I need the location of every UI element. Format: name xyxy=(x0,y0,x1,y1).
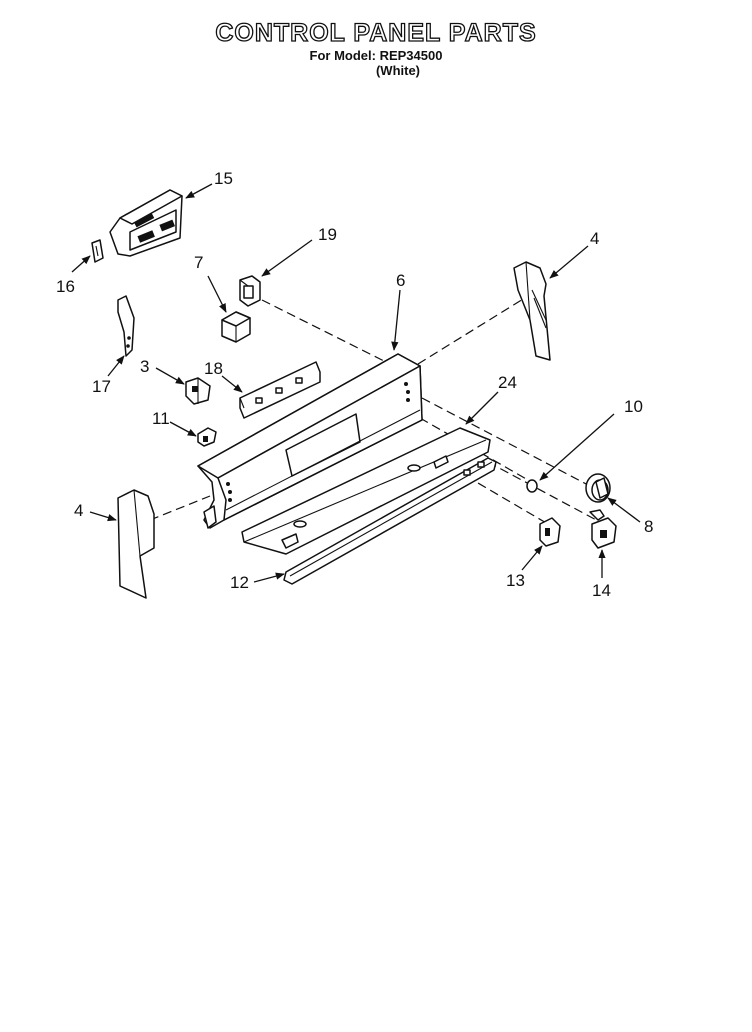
callout-6: 6 xyxy=(396,271,405,290)
part-7-relay xyxy=(221,311,251,343)
callout-18: 18 xyxy=(204,359,223,378)
part-8-knob xyxy=(585,473,611,503)
callout-15: 15 xyxy=(214,169,233,188)
callout-19: 19 xyxy=(318,225,337,244)
callout-3: 3 xyxy=(140,357,149,376)
callout-labels: 15 16 19 7 6 4 17 3 18 24 10 11 4 8 12 1… xyxy=(56,169,653,600)
model-line: For Model: REP34500 xyxy=(309,48,443,63)
callout-10: 10 xyxy=(624,397,643,416)
part-17-strap xyxy=(117,295,135,357)
part-10-knob-insert xyxy=(526,479,538,493)
callout-17: 17 xyxy=(92,377,111,396)
part-12-rail xyxy=(283,457,497,585)
part-3-switch xyxy=(185,377,211,405)
part-24-back-plate xyxy=(241,427,491,555)
part-18-mounting-bracket xyxy=(239,361,321,419)
callout-7: 7 xyxy=(194,253,203,272)
callout-13: 13 xyxy=(506,571,525,590)
part-14-infinite-switch xyxy=(589,509,617,549)
part-4-right-end-cap xyxy=(513,261,551,361)
callout-12: 12 xyxy=(230,573,249,592)
part-13-switch xyxy=(539,517,561,547)
callout-24: 24 xyxy=(498,373,517,392)
color-line: (White) xyxy=(375,63,421,78)
assembly-lines xyxy=(149,295,601,525)
callout-8: 8 xyxy=(644,517,653,536)
title-block: CONTROL PANEL PARTS For Model: REP34500 … xyxy=(0,18,752,78)
part-16-bracket xyxy=(91,239,104,263)
callout-4-right: 4 xyxy=(590,229,599,248)
callout-16: 16 xyxy=(56,277,75,296)
part-15-electronic-control xyxy=(109,189,183,257)
callout-14: 14 xyxy=(592,581,611,600)
part-6-control-panel xyxy=(197,353,423,529)
part-11-clip xyxy=(197,427,217,447)
callout-11: 11 xyxy=(152,409,170,428)
callout-4-left: 4 xyxy=(74,501,83,520)
part-19-switch xyxy=(239,275,261,307)
leader-arrows xyxy=(71,183,641,583)
page-title: CONTROL PANEL PARTS xyxy=(215,18,537,47)
part-4-left-end-cap xyxy=(117,489,155,599)
